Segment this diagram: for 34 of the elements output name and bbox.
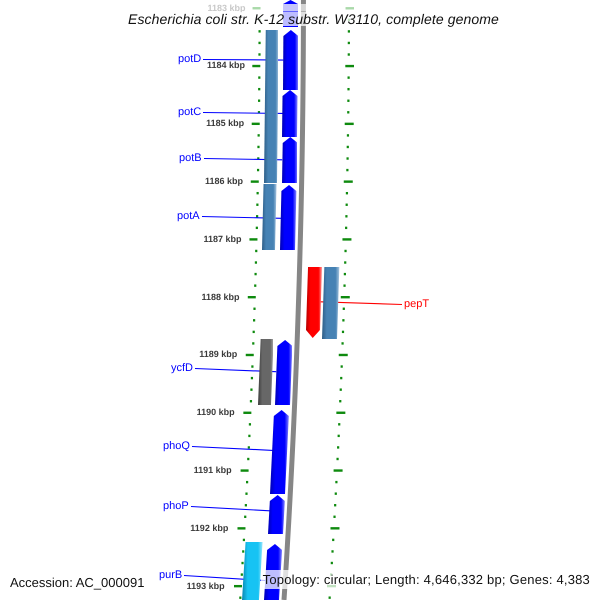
pointed-gene-block bbox=[283, 30, 298, 90]
gene-label: phoP bbox=[163, 500, 189, 512]
gene-label: potC bbox=[178, 106, 202, 118]
gene-label: pepT bbox=[404, 298, 430, 310]
scale-label: 1189 kbp bbox=[199, 350, 238, 360]
scale-label: 1187 kbp bbox=[203, 234, 242, 244]
pointed-gene-block bbox=[274, 340, 292, 405]
scale-label: 1185 kbp bbox=[206, 119, 244, 128]
pointed-gene-block bbox=[282, 90, 298, 137]
pointed-gene-block bbox=[268, 495, 285, 534]
gene-label: ycfD bbox=[171, 362, 193, 374]
gene-bar bbox=[258, 339, 274, 405]
scale-label: 1191 kbp bbox=[194, 466, 232, 475]
genome-info-text: Topology: circular; Length: 4,646,332 bp; Genes: 4,383 bbox=[260, 570, 592, 589]
scale-label: 1184 kbp bbox=[206, 61, 246, 70]
gene-label: purB bbox=[159, 568, 182, 582]
scale-label: 1190 kbp bbox=[196, 408, 235, 418]
scale-label: 1186 kbp bbox=[204, 176, 243, 186]
scale-label: 1192 kbp bbox=[190, 524, 228, 533]
gene-label: potB bbox=[179, 152, 202, 164]
leader-line bbox=[192, 446, 273, 451]
pointed-gene-block bbox=[280, 185, 297, 250]
gene-label: potA bbox=[177, 210, 200, 222]
accession-text: Accession: AC_000091 bbox=[10, 574, 144, 591]
gene-label: phoQ bbox=[163, 440, 190, 452]
pointed-gene-block bbox=[282, 137, 298, 183]
leader-line bbox=[190, 506, 270, 512]
gene-bar bbox=[322, 267, 340, 339]
pointed-gene-block bbox=[306, 267, 322, 338]
scale-label: 1188 kbp bbox=[202, 292, 240, 302]
gene-bar bbox=[242, 542, 263, 600]
scale-label: 1193 kbp bbox=[186, 582, 225, 590]
gene-bar bbox=[262, 184, 277, 250]
gene-label: potD bbox=[178, 52, 202, 66]
